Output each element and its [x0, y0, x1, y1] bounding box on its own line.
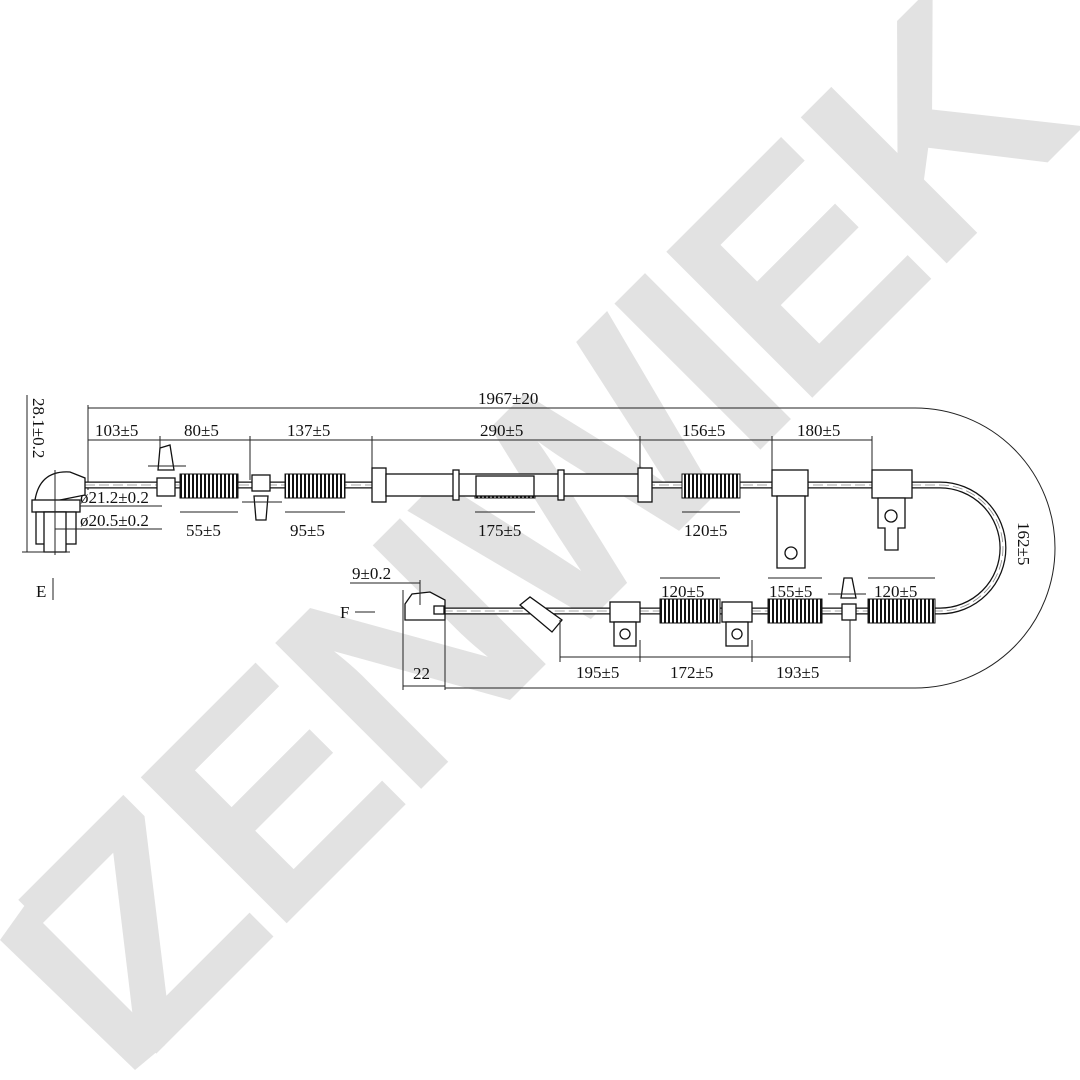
overall-dimension-line — [88, 407, 1056, 689]
push-clip — [148, 444, 186, 497]
svg-text:172±5: 172±5 — [670, 663, 713, 682]
ring — [557, 469, 565, 501]
lower-bellows-dimensions: 120±5 155±5 120±5 — [660, 577, 935, 601]
push-clip — [242, 474, 282, 521]
bellows — [867, 598, 936, 624]
view-f-label: F — [340, 603, 349, 622]
svg-text:120±5: 120±5 — [661, 582, 704, 601]
svg-text:156±5: 156±5 — [682, 421, 725, 440]
angled-grommet — [518, 596, 563, 633]
watermark-chevron — [0, 905, 165, 1070]
connector-offset-label: 22 — [413, 664, 430, 683]
svg-text:55±5: 55±5 — [186, 521, 221, 540]
svg-text:95±5: 95±5 — [290, 521, 325, 540]
sensor-connector — [31, 470, 86, 555]
svg-text:80±5: 80±5 — [184, 421, 219, 440]
bellows — [767, 598, 823, 624]
svg-text:137±5: 137±5 — [287, 421, 330, 440]
view-e-label: E — [36, 582, 46, 601]
bellows — [681, 473, 741, 499]
bracket — [721, 601, 753, 647]
svg-text:290±5: 290±5 — [480, 421, 523, 440]
push-clip — [828, 577, 866, 621]
bellows — [284, 473, 346, 499]
bracket — [871, 469, 913, 551]
loop-dimension-label: 162±5 — [1014, 522, 1033, 565]
svg-text:120±5: 120±5 — [874, 582, 917, 601]
ring — [452, 469, 460, 501]
svg-text:175±5: 175±5 — [478, 521, 521, 540]
bracket — [771, 469, 809, 569]
wheel-connector — [404, 591, 446, 621]
bellows — [659, 598, 721, 624]
svg-text:193±5: 193±5 — [776, 663, 819, 682]
svg-text:103±5: 103±5 — [95, 421, 138, 440]
svg-text:155±5: 155±5 — [769, 582, 812, 601]
bellows — [179, 473, 239, 499]
bracket — [609, 601, 641, 647]
svg-text:195±5: 195±5 — [576, 663, 619, 682]
diameter-1-label: ø21.2±0.2 — [80, 488, 149, 507]
grommet — [637, 467, 653, 503]
grommet — [371, 467, 387, 503]
top-dimension-chain: 103±5 80±5 137±5 290±5 156±5 180±5 — [87, 405, 873, 490]
lower-dimension-chain: 195±5 172±5 193±5 — [559, 620, 851, 682]
svg-text:120±5: 120±5 — [684, 521, 727, 540]
connector-width-label: 9±0.2 — [352, 564, 391, 583]
overall-length-label: 1967±20 — [478, 389, 538, 408]
upper-bellows-dimensions: 55±5 95±5 175±5 120±5 — [180, 511, 740, 540]
diameter-2-label: ø20.5±0.2 — [80, 511, 149, 530]
svg-text:180±5: 180±5 — [797, 421, 840, 440]
sensor-height-label: 28.1±0.2 — [29, 398, 48, 458]
